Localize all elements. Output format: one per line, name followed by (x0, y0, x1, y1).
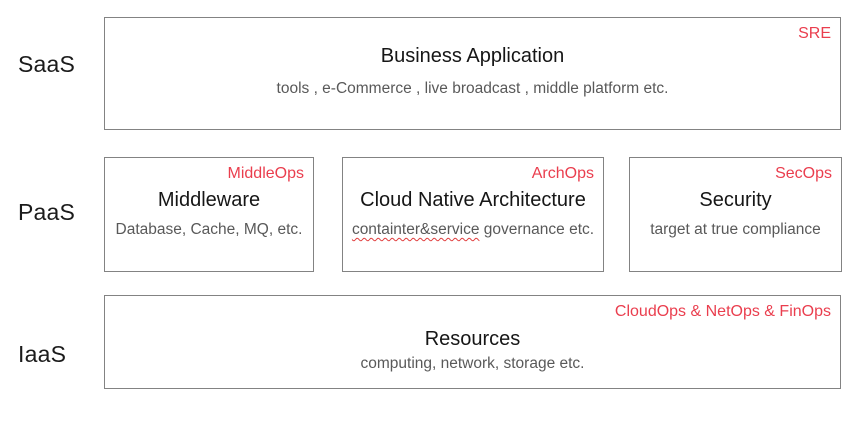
ops-badge-sre: SRE (798, 25, 831, 42)
misspelled-spellcheck-text: containter&service (351, 221, 480, 238)
box-title-resources: Resources (424, 328, 521, 350)
box-security: SecOps Security target at true complianc… (629, 157, 842, 272)
box-middleware: MiddleOps Middleware Database, Cache, MQ… (104, 157, 314, 272)
ops-badge-archops: ArchOps (531, 165, 594, 182)
box-subtitle-resources: computing, network, storage etc. (360, 355, 585, 372)
box-subtitle-business-application: tools , e-Commerce , live broadcast , mi… (276, 80, 669, 97)
box-subtitle-cloud-native-architecture: containter&service governance etc. (343, 220, 603, 240)
ops-badge-middleops: MiddleOps (227, 165, 304, 182)
ops-badge-secops: SecOps (775, 165, 832, 182)
box-title-security: Security (699, 189, 772, 211)
layer-label-paas: PaaS (18, 199, 76, 225)
box-title-middleware: Middleware (157, 189, 261, 211)
box-subtitle-security: target at true compliance (650, 221, 821, 238)
box-business-application: SRE Business Application tools , e-Comme… (104, 17, 841, 130)
box-title-business-application: Business Application (380, 45, 565, 67)
subtitle-rest-text: governance etc. (479, 221, 595, 238)
layer-label-iaas: IaaS (18, 341, 67, 367)
layer-label-saas: SaaS (18, 51, 76, 77)
ops-badge-cloudops-netops-finops: CloudOps & NetOps & FinOps (614, 303, 831, 320)
box-resources: CloudOps & NetOps & FinOps Resources com… (104, 295, 841, 389)
box-cloud-native-architecture: ArchOps Cloud Native Architecture contai… (342, 157, 604, 272)
box-subtitle-middleware: Database, Cache, MQ, etc. (115, 221, 303, 238)
box-title-cloud-native-architecture: Cloud Native Architecture (360, 189, 586, 211)
